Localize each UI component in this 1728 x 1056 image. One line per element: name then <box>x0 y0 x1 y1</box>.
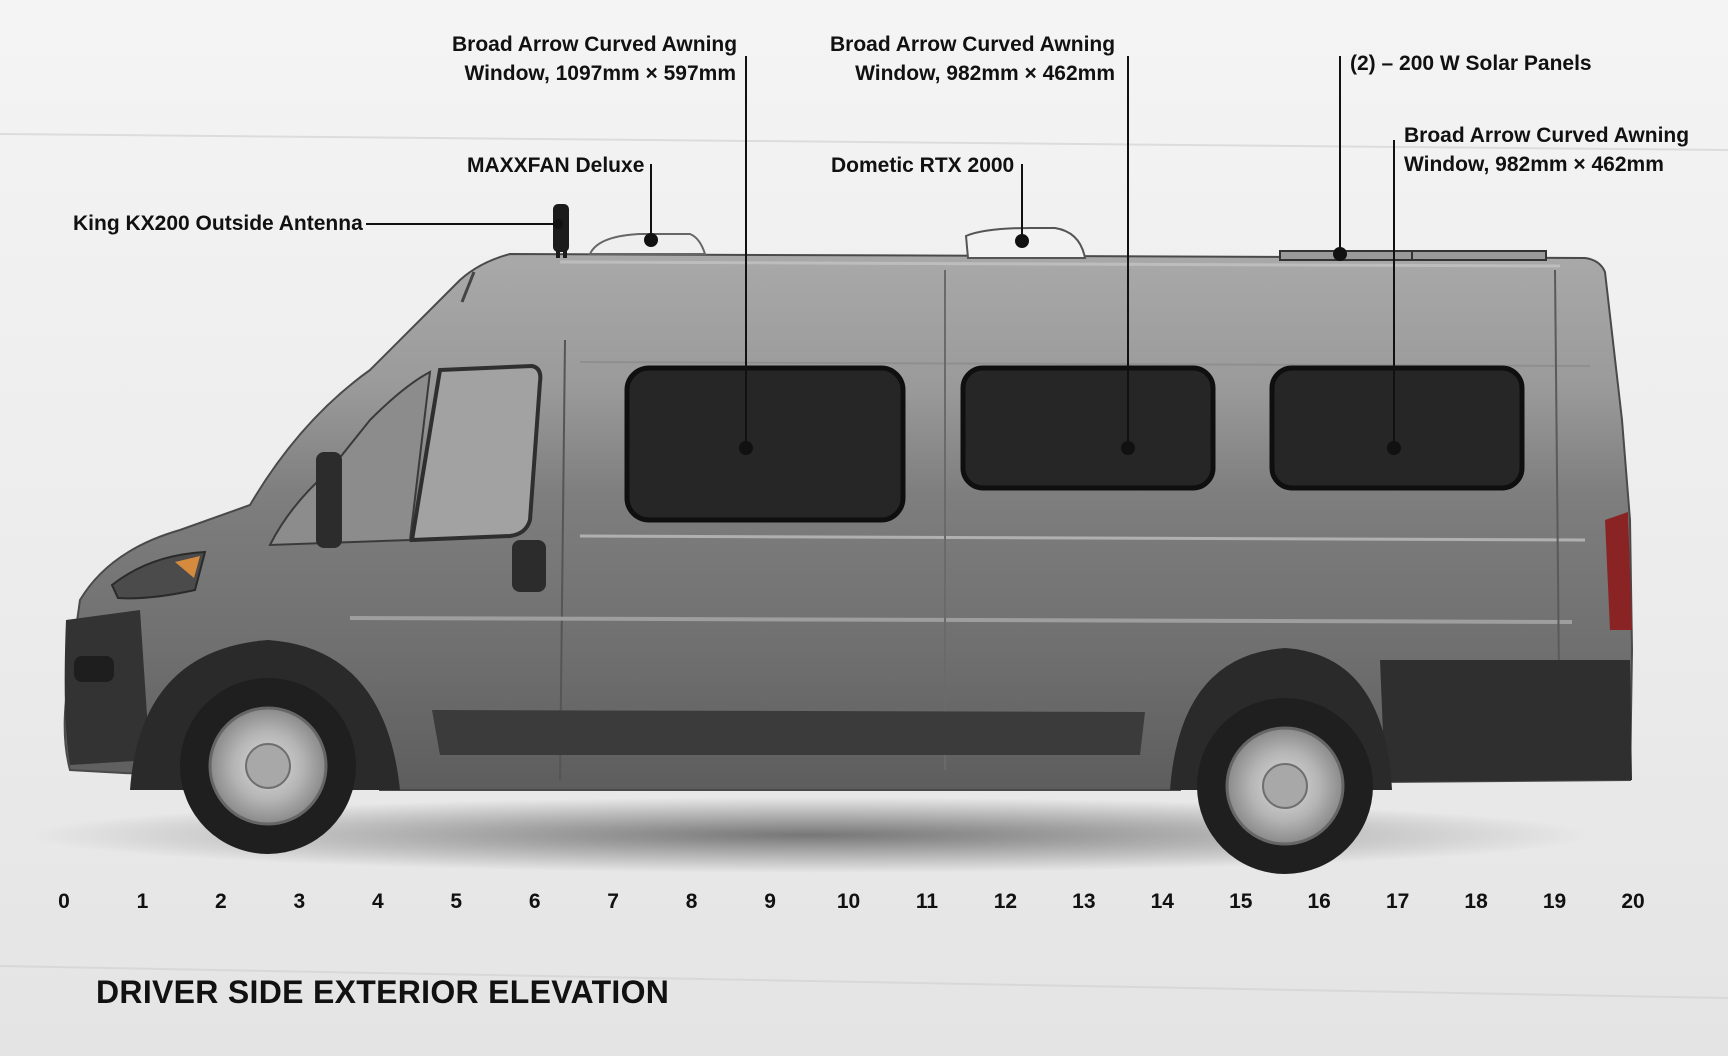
side-mirror <box>316 452 342 548</box>
rear-bumper <box>1380 660 1632 782</box>
front-wheel <box>180 678 356 854</box>
ruler-mark: 11 <box>915 890 939 913</box>
callout-window-1: Broad Arrow Curved Awning Window, 1097mm… <box>452 30 738 88</box>
ruler-mark: 0 <box>58 890 70 913</box>
ruler-mark: 8 <box>685 890 698 913</box>
callout-solar: (2) – 200 W Solar Panels <box>1350 52 1592 75</box>
awning-window-3 <box>1269 365 1525 491</box>
door-handle <box>512 540 546 592</box>
ruler-mark: 12 <box>993 890 1018 913</box>
ruler-mark: 15 <box>1229 890 1253 913</box>
ruler-mark: 19 <box>1542 890 1567 913</box>
callout-dometic: Dometic RTX 2000 <box>831 154 1015 177</box>
awning-window-1 <box>624 365 906 523</box>
callout-window-2-line2: Window, 982mm × 462mm <box>855 62 1115 85</box>
ruler-mark: 14 <box>1150 890 1174 913</box>
solar-panels <box>1279 250 1547 261</box>
ruler-mark: 1 <box>136 890 149 913</box>
ruler-mark: 18 <box>1464 890 1488 913</box>
tail-light <box>1605 512 1632 630</box>
ruler-mark: 5 <box>450 890 463 913</box>
cab-window-door <box>409 363 543 543</box>
callout-window-3-line1: Broad Arrow Curved Awning <box>1404 124 1690 147</box>
callout-window-1-line2: Window, 1097mm × 597mm <box>464 62 736 85</box>
callout-window-3-line2: Window, 982mm × 462mm <box>1404 153 1664 176</box>
ruler-mark: 4 <box>371 890 384 913</box>
rear-wheel <box>1197 698 1373 874</box>
callout-window-2: Broad Arrow Curved Awning Window, 982mm … <box>830 30 1115 88</box>
ground-shadow <box>30 797 1590 873</box>
ruler-mark: 13 <box>1072 890 1096 913</box>
ruler-mark: 2 <box>215 890 227 913</box>
front-bumper <box>64 610 150 765</box>
drawing-title: DRIVER SIDE EXTERIOR ELEVATION <box>96 974 670 1010</box>
callout-maxxfan: MAXXFAN Deluxe <box>467 154 645 177</box>
antenna <box>553 204 569 258</box>
ruler-mark: 6 <box>528 890 541 913</box>
ruler-mark: 10 <box>836 890 861 913</box>
ruler-mark: 16 <box>1307 890 1331 913</box>
callout-window-3: Broad Arrow Curved Awning Window, 982mm … <box>1404 121 1689 179</box>
ruler-mark: 3 <box>293 890 306 913</box>
ruler-mark: 20 <box>1621 890 1645 913</box>
ruler-mark: 17 <box>1385 890 1410 913</box>
awning-window-2 <box>960 365 1216 491</box>
callout-window-2-line1: Broad Arrow Curved Awning <box>830 33 1116 56</box>
ruler-mark: 9 <box>764 890 776 913</box>
ruler-mark: 7 <box>607 890 619 913</box>
callout-antenna: King KX200 Outside Antenna <box>73 212 363 235</box>
callout-window-1-line1: Broad Arrow Curved Awning <box>452 33 738 56</box>
